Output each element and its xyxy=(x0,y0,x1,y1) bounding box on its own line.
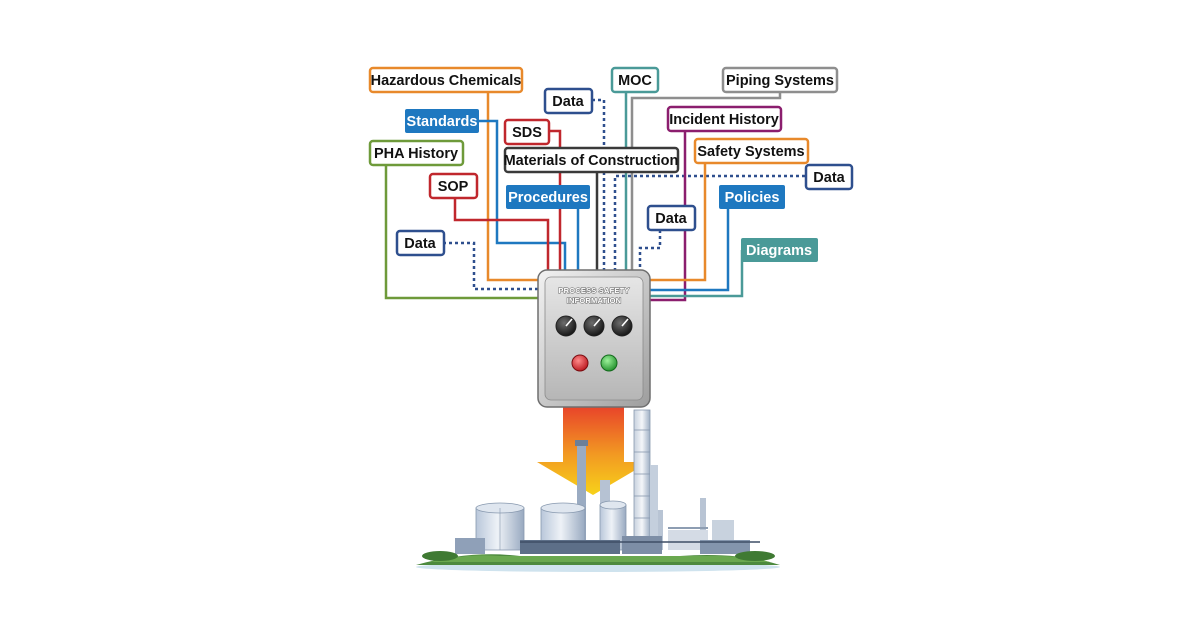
label-safety-systems: Safety Systems xyxy=(693,137,810,165)
connector-data-top xyxy=(592,98,606,272)
label-text: Piping Systems xyxy=(726,73,834,89)
label-hazardous-chemicals: Hazardous Chemicals xyxy=(368,66,524,94)
refinery-icon xyxy=(416,409,780,572)
label-data-top: Data xyxy=(543,87,594,115)
dial-knob-icon xyxy=(611,315,633,337)
connector-standards xyxy=(478,119,567,272)
label-text: Safety Systems xyxy=(697,144,804,160)
red-indicator-icon xyxy=(571,354,589,372)
label-materials-of-construction: Materials of Construction xyxy=(504,146,680,174)
panel-title-line1: PROCESS SAFETY xyxy=(558,286,629,295)
label-piping-systems: Piping Systems xyxy=(721,66,839,94)
label-text: Data xyxy=(655,211,687,227)
label-data-mid: Data xyxy=(646,204,697,232)
dial-knob-icon xyxy=(555,315,577,337)
label-incident-history: Incident History xyxy=(666,105,783,133)
connector-data-left xyxy=(443,241,540,291)
label-sds: SDS xyxy=(503,118,551,146)
label-standards: Standards xyxy=(405,109,479,133)
label-text: Data xyxy=(404,236,436,252)
dial-knob-icon xyxy=(583,315,605,337)
connector-policies xyxy=(648,208,730,292)
label-sop: SOP xyxy=(428,172,479,200)
label-diagrams: Diagrams xyxy=(741,238,818,262)
connector-pha-history xyxy=(384,164,540,300)
label-text: Hazardous Chemicals xyxy=(371,73,522,89)
connector-diagrams xyxy=(648,250,744,298)
connector-data-right xyxy=(613,174,811,272)
green-indicator-icon xyxy=(600,354,618,372)
label-text: Materials of Construction xyxy=(504,153,679,169)
label-text: Standards xyxy=(407,114,478,130)
connector-lines xyxy=(384,90,811,302)
label-text: Data xyxy=(552,94,584,110)
control-panel: PROCESS SAFETY INFORMATION xyxy=(537,269,651,408)
label-text: Diagrams xyxy=(746,243,812,259)
label-data-left: Data xyxy=(395,229,446,257)
label-text: Data xyxy=(813,170,845,186)
connector-safety-systems xyxy=(648,162,707,282)
connector-incident-history xyxy=(648,130,687,302)
label-pha-history: PHA History xyxy=(368,139,465,167)
label-text: PHA History xyxy=(374,146,458,162)
label-policies: Policies xyxy=(719,185,785,209)
label-text: Procedures xyxy=(508,190,588,206)
label-text: SDS xyxy=(512,125,542,141)
connector-piping-systems xyxy=(630,90,782,272)
label-moc: MOC xyxy=(610,66,660,94)
label-text: Incident History xyxy=(669,112,779,128)
label-data-right: Data xyxy=(804,163,854,191)
label-text: MOC xyxy=(618,73,652,89)
connector-data-mid xyxy=(638,230,662,272)
panel-title-line2: INFORMATION xyxy=(567,296,622,305)
connector-sop xyxy=(453,198,550,272)
label-text: Policies xyxy=(725,190,780,206)
connector-hazardous-chemicals xyxy=(486,92,540,282)
label-procedures: Procedures xyxy=(506,185,590,209)
label-text: SOP xyxy=(438,179,469,195)
down-arrow-icon xyxy=(537,406,649,495)
